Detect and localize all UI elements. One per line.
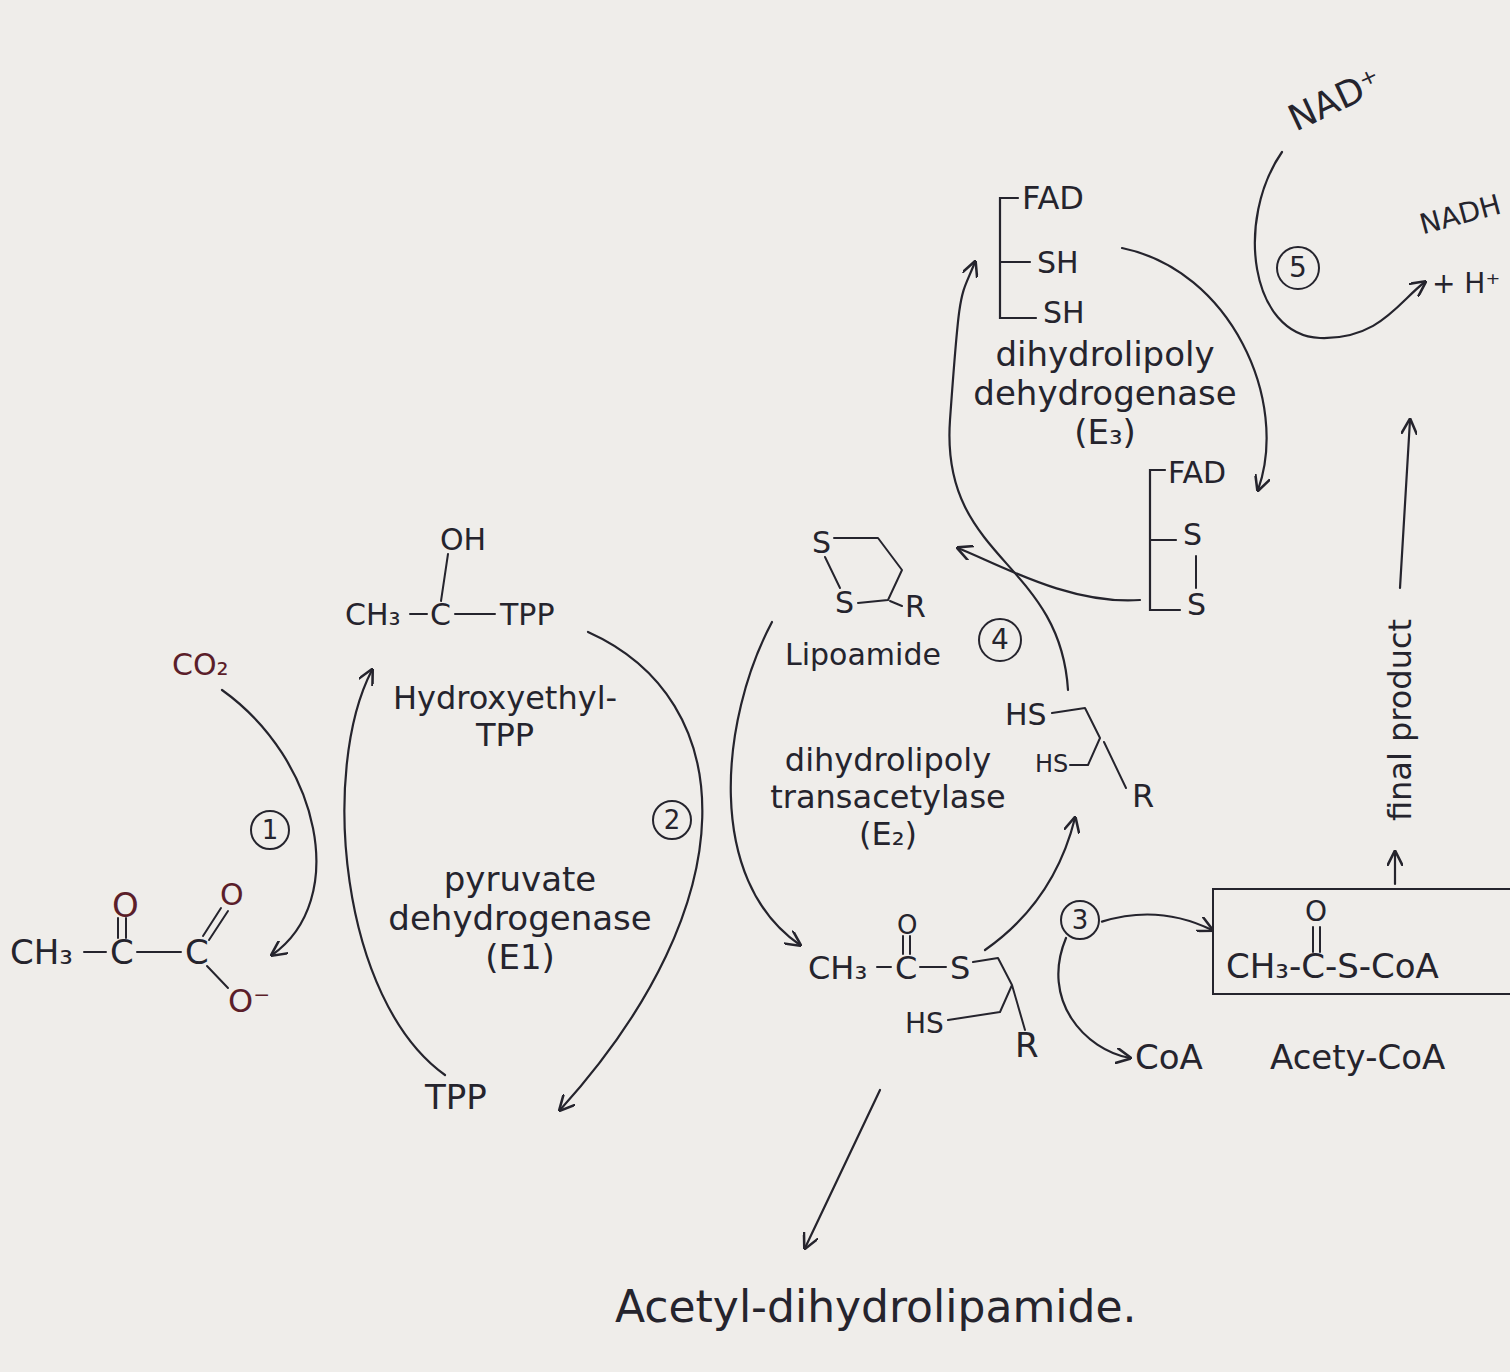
group-label: HS xyxy=(905,1010,944,1038)
atom-label: O xyxy=(1305,898,1327,926)
compound-label: CO₂ xyxy=(172,650,229,680)
enzyme-label: dihydrolipoly dehydrogenase (E₃) xyxy=(955,335,1255,452)
group-label: CH₃ xyxy=(10,935,73,969)
atom-label: C xyxy=(895,952,917,984)
compound-label: Acety-CoA xyxy=(1270,1040,1445,1074)
atom-label: R xyxy=(1015,1028,1039,1062)
reaction-arrow xyxy=(1400,420,1410,588)
atom-label: S xyxy=(835,588,854,618)
step-number: 5 xyxy=(1289,254,1307,282)
atom-label: R xyxy=(905,592,926,622)
chemical-bond xyxy=(410,554,495,614)
step-number: 3 xyxy=(1072,907,1089,933)
reaction-arrow xyxy=(1255,152,1425,338)
chemical-bond xyxy=(877,936,1025,1030)
chemical-bond xyxy=(1052,708,1126,788)
atom-label: R xyxy=(1132,780,1154,812)
step-circle: 5 xyxy=(1276,246,1320,290)
cofactor-label: FAD xyxy=(1168,458,1226,488)
atom-label: O⁻ xyxy=(228,985,270,1017)
reaction-arrow xyxy=(985,818,1075,950)
reaction-arrow xyxy=(805,1090,880,1248)
group-label: CH₃ xyxy=(808,952,867,984)
step-circle: 4 xyxy=(978,618,1022,662)
cofactor-label: + H⁺ xyxy=(1432,270,1500,298)
step-number: 2 xyxy=(664,807,681,833)
enzyme-label: dihydrolipoly transacetylase (E₂) xyxy=(748,742,1028,852)
reaction-arrow xyxy=(222,152,1425,1248)
atom-label: O xyxy=(897,912,917,938)
atom-label: S xyxy=(1183,520,1202,550)
group-label: HS xyxy=(1035,752,1068,776)
cofactor-label: FAD xyxy=(1022,182,1084,214)
chemical-bond xyxy=(84,908,228,988)
cofactor-label: TPP xyxy=(425,1080,487,1114)
atom-label: C xyxy=(430,600,451,630)
compound-label: Lipoamide xyxy=(785,640,941,670)
group-label: CH₃ xyxy=(345,600,401,630)
step-circle: 3 xyxy=(1060,900,1100,940)
chemical-bond xyxy=(84,538,1320,1030)
group-label: SH xyxy=(1043,298,1085,328)
compound-label: Hydroxyethyl- TPP xyxy=(365,680,645,754)
atom-label: C xyxy=(185,935,209,969)
chemical-bond xyxy=(1195,556,1197,588)
product-formula: CH₃-C-S-CoA xyxy=(1226,949,1439,983)
step-number: 1 xyxy=(262,817,279,843)
reaction-arrow xyxy=(1394,852,1396,884)
bracket xyxy=(1000,198,1036,318)
atom-label: S xyxy=(812,528,831,558)
group-label: OH xyxy=(440,525,486,555)
product-note: final product xyxy=(1384,619,1416,821)
compound-label: Acetyl-dihydrolipamide. xyxy=(615,1285,1136,1329)
atom-label: S xyxy=(1187,590,1206,620)
reaction-arrow xyxy=(222,690,316,955)
atom-label: O xyxy=(112,888,139,922)
product-box: CH₃-C-S-CoA xyxy=(1212,888,1510,995)
step-circle: 2 xyxy=(652,800,692,840)
cofactor-label: CoA xyxy=(1135,1040,1203,1074)
step-number: 4 xyxy=(991,626,1009,654)
atom-label: O xyxy=(220,880,244,910)
atom-label: S xyxy=(950,952,970,984)
group-label: SH xyxy=(1037,248,1079,278)
enzyme-label: pyruvate dehydrogenase (E1) xyxy=(370,860,670,977)
bracket xyxy=(1150,470,1180,610)
reaction-arrow xyxy=(1102,914,1212,930)
step-circle: 1 xyxy=(250,810,290,850)
reaction-arrow xyxy=(958,548,1140,600)
cofactor-label: NADH xyxy=(1417,191,1504,239)
atom-label: C xyxy=(110,935,134,969)
reaction-arrow xyxy=(344,670,445,1075)
reaction-arrow xyxy=(1058,938,1130,1058)
cofactor-label: TPP xyxy=(500,600,555,630)
group-label: HS xyxy=(1005,700,1047,730)
cofactor-label: NAD⁺ xyxy=(1283,63,1387,137)
